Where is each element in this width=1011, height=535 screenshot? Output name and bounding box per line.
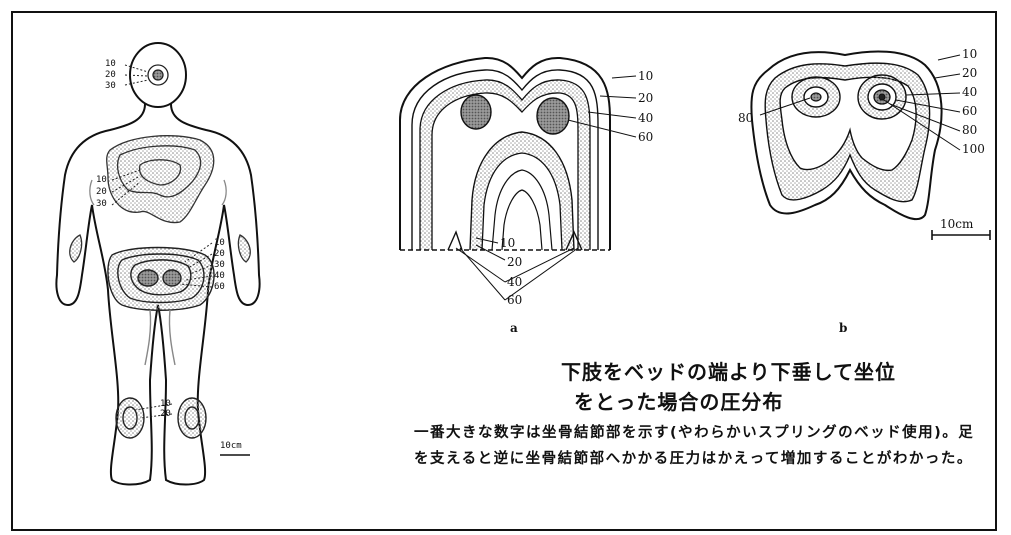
body-scale-label: 10cm <box>220 441 242 451</box>
hip-label-40: 40 <box>214 271 225 281</box>
a-center-label-20: 20 <box>507 255 523 269</box>
diagram-b <box>750 50 943 221</box>
back-label-30: 30 <box>96 199 107 209</box>
figure-title-line1: 下肢をベッドの端より下垂して坐位 <box>561 360 896 384</box>
a-label-20: 20 <box>638 91 654 105</box>
a-label-40: 40 <box>638 111 654 125</box>
b-label-80: 80 <box>962 123 978 137</box>
a-label-10: 10 <box>638 69 654 83</box>
back-contours <box>69 135 251 263</box>
a-center-label-60: 60 <box>507 293 523 307</box>
b-label-10: 10 <box>962 47 978 61</box>
subfigure-b-label: b <box>839 321 848 335</box>
diagram-b-leaders <box>759 54 961 151</box>
a-center-label-10: 10 <box>500 236 516 250</box>
hip-label-10: 10 <box>214 238 225 248</box>
b-scale-label: 10cm <box>940 217 974 231</box>
head-label-30: 30 <box>105 81 116 91</box>
b-label-100: 100 <box>962 142 985 156</box>
b-label-80-left: 80 <box>738 111 754 125</box>
knee-contours <box>115 397 207 439</box>
head-contours <box>147 64 169 86</box>
a-label-60: 60 <box>638 130 654 144</box>
head-label-10: 10 <box>105 59 116 69</box>
diagram-a-leaders <box>455 75 637 301</box>
a-center-label-40: 40 <box>507 275 523 289</box>
back-label-20: 20 <box>96 187 107 197</box>
b-label-60: 60 <box>962 104 978 118</box>
figure-title-line2: をとった場合の圧分布 <box>574 390 784 414</box>
hip-contours <box>107 246 215 366</box>
hip-label-30: 30 <box>214 260 225 270</box>
b-label-20: 20 <box>962 66 978 80</box>
knee-label-20: 20 <box>160 409 171 419</box>
diagram-b-scale-bar <box>931 230 991 240</box>
subfigure-a-label: a <box>510 321 518 335</box>
head-label-20: 20 <box>105 70 116 80</box>
b-label-40: 40 <box>962 85 978 99</box>
diagram-a <box>399 56 611 251</box>
figure-caption: 一番大きな数字は坐骨結節部を示す(やわらかいスプリングのベッド使用)。足を支える… <box>414 425 975 467</box>
back-label-10: 10 <box>96 175 107 185</box>
hip-label-20: 20 <box>214 249 225 259</box>
hip-label-60: 60 <box>214 282 225 292</box>
knee-label-10: 10 <box>160 399 171 409</box>
